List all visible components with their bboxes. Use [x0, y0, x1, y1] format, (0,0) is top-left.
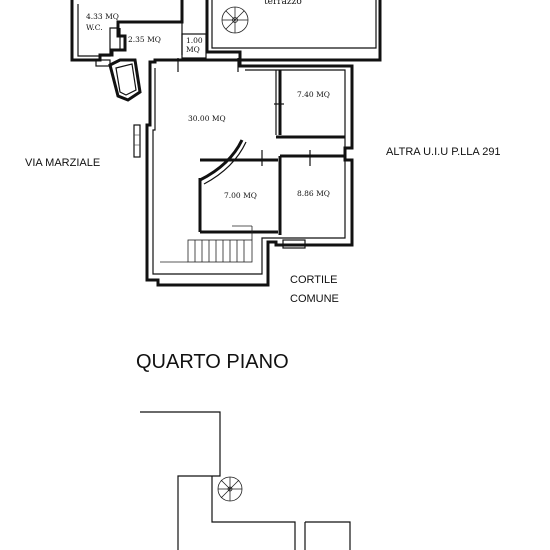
- lower-outer-wall: [140, 411, 221, 550]
- label-main-room: 30.00 MQ: [188, 114, 226, 123]
- main-walls: [145, 58, 354, 287]
- curved-wall: [199, 139, 244, 182]
- floor-title: QUARTO PIANO: [136, 351, 289, 373]
- angled-block-inner: [115, 63, 137, 96]
- label-room-886: 8.86 MQ: [297, 189, 330, 198]
- label-room-740: 7.40 MQ: [297, 90, 330, 99]
- label-via-marziale: VIA MARZIALE: [25, 157, 100, 169]
- window-left: [133, 124, 141, 158]
- label-terrazzo: terrazzo: [264, 0, 302, 7]
- lower-wall-2: [211, 476, 296, 550]
- label-wc-area: 4.33 MQ: [86, 12, 119, 21]
- entrance-stair: [160, 225, 253, 263]
- wc-window: [95, 59, 111, 67]
- label-altra-uiu: ALTRA U.I.U P.LLA 291: [386, 146, 501, 158]
- label-room-700: 7.00 MQ: [224, 191, 257, 200]
- spiral-stair: [221, 6, 249, 34]
- upper-floor-plan: terrazzo 4.33 MQ W.C. 2.35 MQ 1.00 MQ 30…: [25, 0, 501, 305]
- lower-wall-3: [305, 521, 351, 550]
- main-walls-inner: [152, 68, 346, 275]
- wc-walls: [70, 0, 184, 62]
- label-small-b-unit: MQ: [186, 45, 200, 54]
- label-small-a: 2.35 MQ: [128, 35, 161, 44]
- window-bottom-right: [282, 239, 306, 249]
- label-wc: W.C.: [86, 23, 103, 32]
- lower-spiral-stair: [217, 476, 243, 502]
- small-room-outline: [181, 33, 207, 59]
- terrazzo-walls: [205, 0, 382, 62]
- label-cortile: CORTILE: [290, 274, 337, 286]
- curved-wall-inner: [203, 141, 247, 185]
- terrazzo-inner-wall: [211, 0, 377, 49]
- angled-block: [108, 58, 142, 102]
- label-comune: COMUNE: [290, 293, 339, 305]
- label-small-b: 1.00: [186, 36, 203, 45]
- wc-inner-wall: [77, 4, 118, 57]
- lower-floor-plan: [140, 411, 351, 550]
